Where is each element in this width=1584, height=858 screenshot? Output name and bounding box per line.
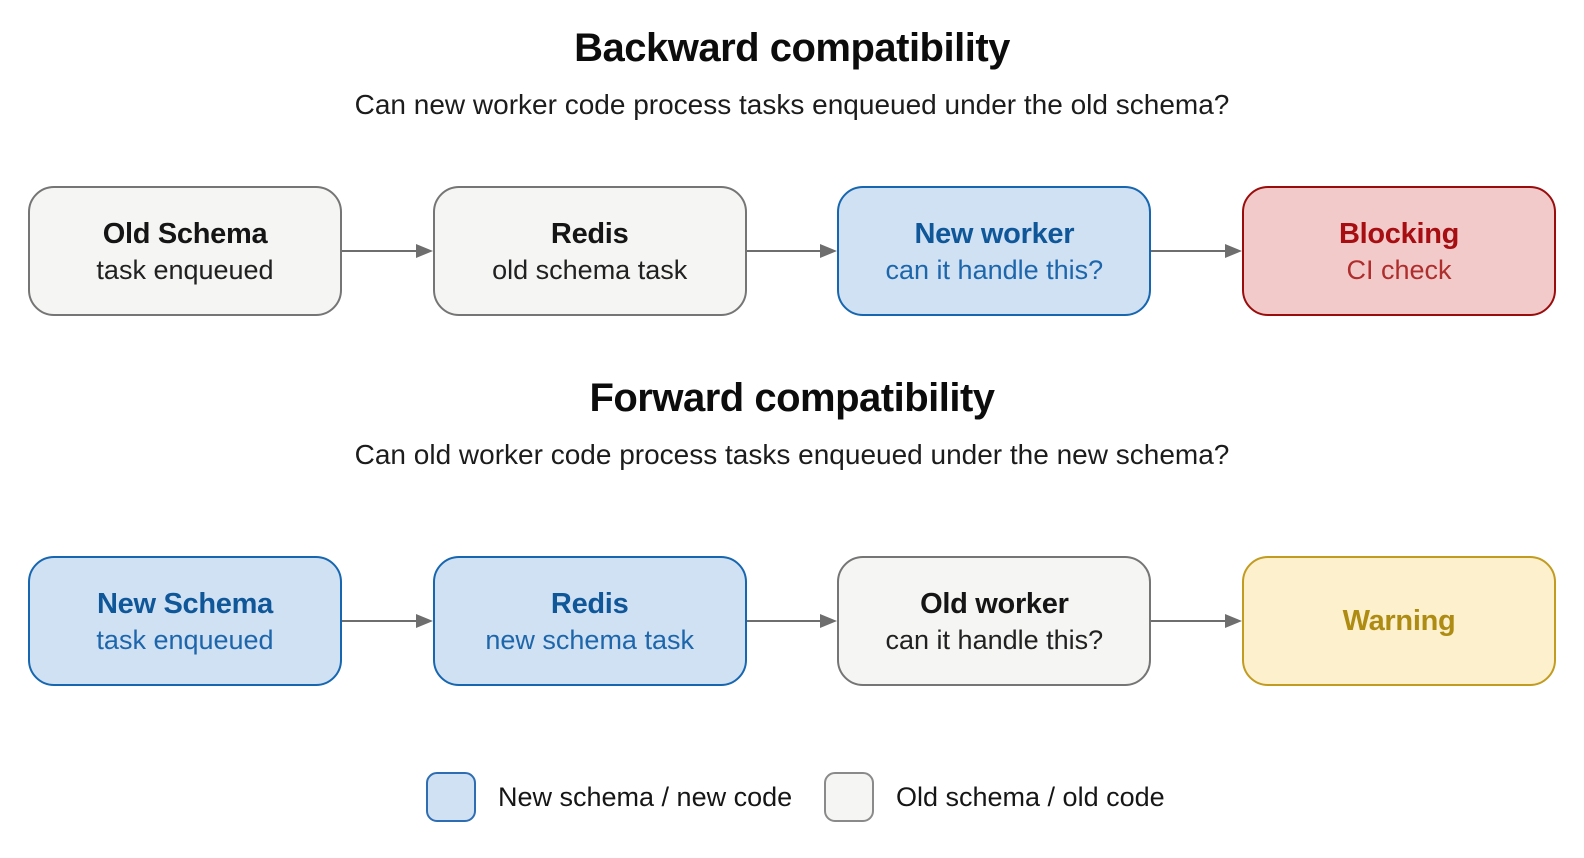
box-title: Redis [550,587,629,620]
box-title: Blocking [1338,217,1460,250]
backward-section-subtitle: Can new worker code process tasks enqueu… [354,89,1230,120]
legend-label: Old schema / old code [896,782,1165,812]
arrow-right-icon [342,556,433,686]
arrow-right-icon [1151,186,1243,316]
forward-flow-row: New Schema task enqueued Redis new schem… [0,556,1584,686]
forward-section-title: Forward compatibility [589,376,995,420]
box-title: Warning [1342,604,1456,637]
legend-item-old: Old schema / old code [824,772,1165,822]
box-subtitle: task enqueued [96,254,274,285]
legend-swatch-blue [426,772,476,822]
legend-label: New schema / new code [498,782,793,812]
box-title: New Schema [97,587,273,620]
arrow-right-icon [746,186,838,316]
legend-item-new: New schema / new code [426,772,792,822]
flow-box-blocking: Blocking CI check [1242,186,1557,316]
arrow-right-icon [342,186,433,316]
legend-swatch-gray [824,772,874,822]
box-title: Old Schema [102,217,268,250]
box-subtitle: can it handle this? [885,254,1104,285]
arrow-right-icon [746,556,838,686]
box-subtitle: can it handle this? [885,624,1104,655]
box-title: Old worker [920,587,1069,620]
arrow-right-icon [1151,556,1243,686]
legend: New schema / new code Old schema / old c… [0,772,1584,822]
box-title: New worker [914,217,1075,250]
box-subtitle: new schema task [485,624,694,655]
box-subtitle: old schema task [492,254,688,285]
flow-box-warning: Warning [1242,556,1557,686]
backward-flow-row: Old Schema task enqueued Redis old schem… [0,186,1584,316]
flow-box-old-schema: Old Schema task enqueued [28,186,342,316]
flow-box-redis-new: Redis new schema task [432,556,747,686]
flow-box-redis-old: Redis old schema task [432,186,747,316]
box-title: Redis [550,217,629,250]
flow-box-new-worker: New worker can it handle this? [837,186,1152,316]
box-subtitle: CI check [1346,254,1452,285]
flow-box-old-worker: Old worker can it handle this? [837,556,1152,686]
forward-section-subtitle: Can old worker code process tasks enqueu… [354,439,1230,470]
backward-section-title: Backward compatibility [574,26,1010,70]
flow-box-new-schema: New Schema task enqueued [28,556,342,686]
box-subtitle: task enqueued [96,624,274,655]
